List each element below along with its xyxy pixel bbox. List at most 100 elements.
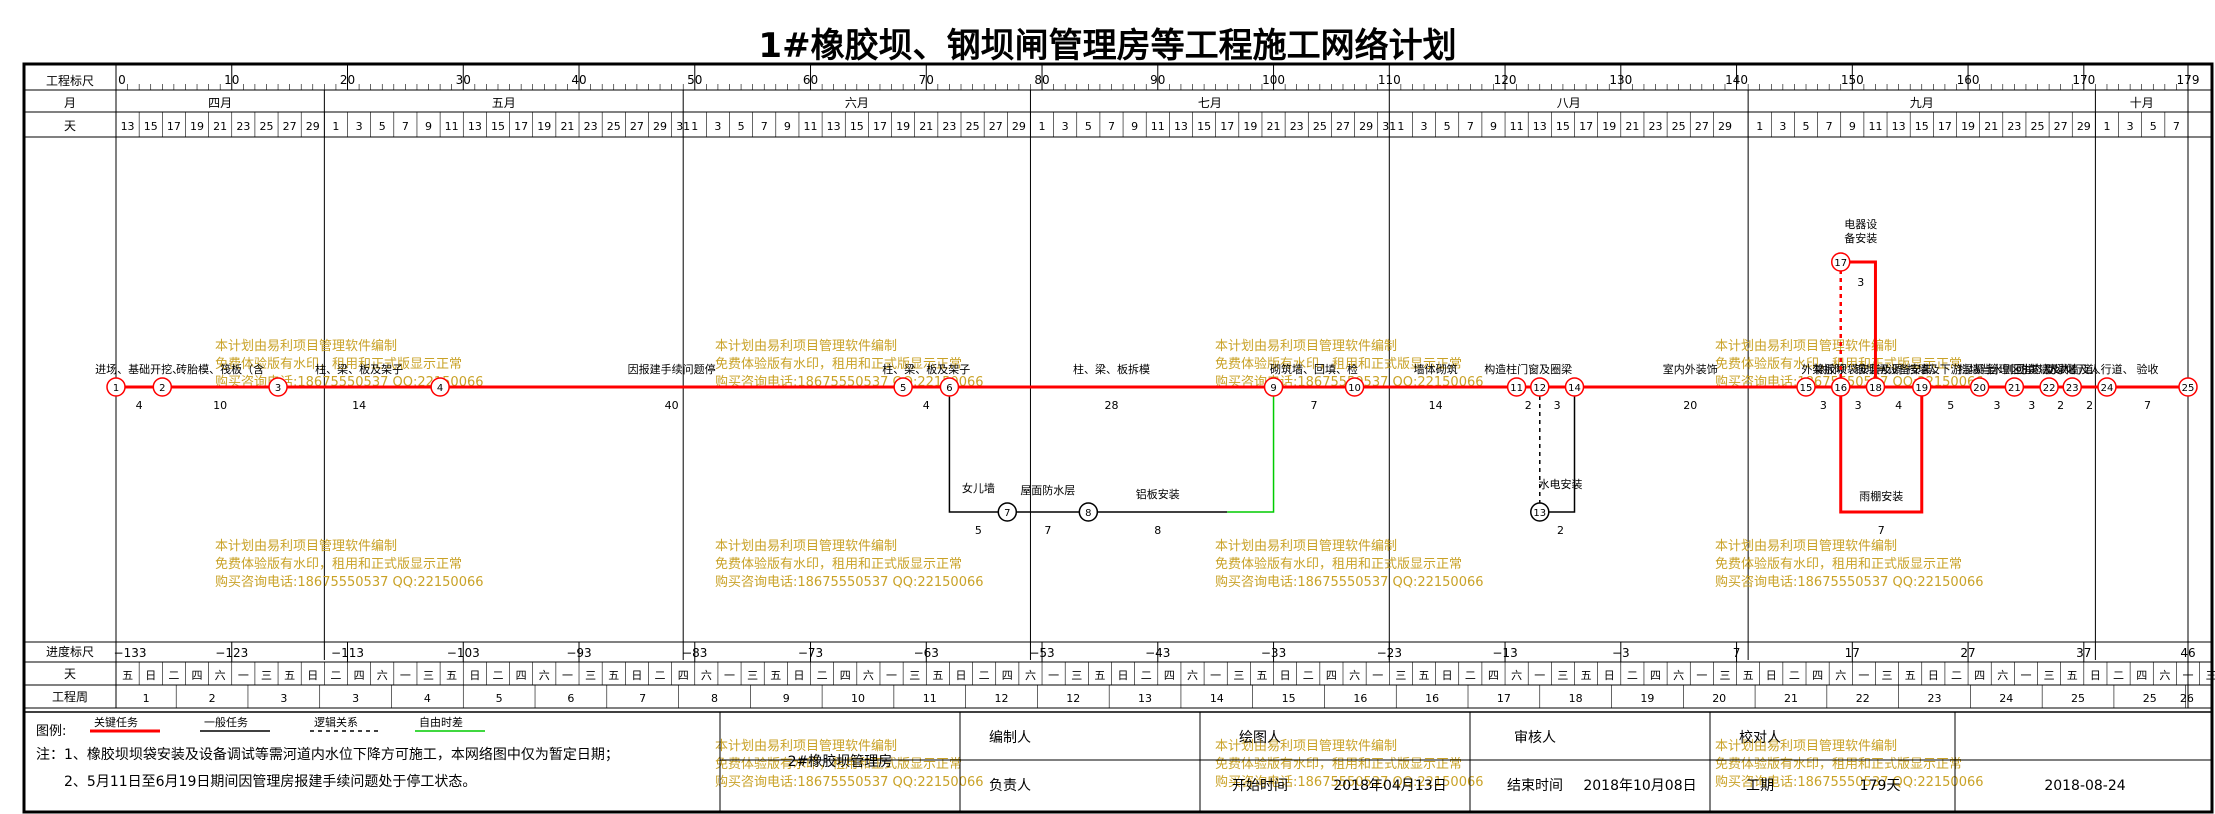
week-label: 24 [1999, 692, 2013, 705]
weekday-label: 日 [1604, 669, 1615, 682]
event-node-label: 17 [1834, 258, 1847, 269]
activity-label: 墙体砌筑 [1414, 362, 1458, 376]
row-label-weekday: 天 [64, 667, 76, 681]
weekday-label: 三 [909, 669, 920, 682]
week-label: 26 [2180, 692, 2194, 705]
day-label: 1 [1039, 120, 1046, 133]
activity-label: 柱、梁、板及架子 [882, 362, 970, 376]
month-label: 十月 [2130, 96, 2154, 110]
day-label: 27 [989, 120, 1003, 133]
day-label: 29 [2077, 120, 2091, 133]
progress-tick-label: −63 [914, 646, 939, 660]
weekday-label: 二 [1789, 669, 1800, 682]
activity-duration: 3 [1855, 399, 1862, 412]
activity-duration: 14 [352, 399, 366, 412]
event-node [893, 377, 913, 397]
weekday-label: 二 [1141, 669, 1152, 682]
ruler-tick-label: 130 [1609, 73, 1632, 87]
day-label: 17 [1220, 120, 1234, 133]
day-label: 15 [1915, 120, 1929, 133]
activity-label: 橡胶坝袋安装及调 [1814, 362, 1902, 376]
weekday-label: 三 [585, 669, 596, 682]
progress-tick-label: −103 [447, 646, 480, 660]
activity-duration: 40 [665, 399, 679, 412]
activity-label: 屋面防水层 [1020, 483, 1075, 497]
watermark-text: 免费体验版有水印，租用和正式版显示正常 [1715, 756, 1962, 772]
progress-tick-label: −83 [682, 646, 707, 660]
weekday-label: 六 [701, 669, 712, 682]
normal-arrow [948, 396, 999, 513]
weekday-label: 四 [1650, 669, 1661, 682]
activity-label: 室内外装饰 [1663, 362, 1718, 376]
day-label: 11 [445, 120, 459, 133]
weekday-label: 六 [1511, 669, 1522, 682]
network-layer: 进场、基础开挖、4砖胎模、筏板（含10柱、梁、板及架子14因报建手续问题停40柱… [95, 218, 2198, 537]
event-node-label: 22 [2043, 383, 2056, 394]
progress-tick-label: −33 [1261, 646, 1286, 660]
week-label: 16 [1425, 692, 1439, 705]
day-label: 13 [1892, 120, 1906, 133]
week-label: 17 [1497, 692, 1511, 705]
day-label: 23 [942, 120, 956, 133]
day-label: 25 [1672, 120, 1686, 133]
day-label: 21 [560, 120, 574, 133]
week-label: 22 [1856, 692, 1870, 705]
watermark-text: 本计划由易利项目管理软件编制 [1215, 739, 1397, 754]
day-label: 15 [144, 120, 158, 133]
weekday-label: 四 [1326, 669, 1337, 682]
day-label: 23 [584, 120, 598, 133]
weekday-label: 一 [724, 669, 735, 682]
weekday-label: 二 [2113, 669, 2124, 682]
event-node-label: 23 [2066, 383, 2079, 394]
checker-label: 校对人 [1739, 729, 1781, 746]
event-node [1078, 502, 1099, 522]
end-label: 结束时间 [1507, 778, 1563, 794]
event-node-label: 9 [1270, 383, 1276, 394]
ruler-tick-label: 179 [2177, 73, 2200, 87]
progress-tick-label: −13 [1492, 646, 1517, 660]
event-node-label: 24 [2101, 383, 2114, 394]
day-label: 29 [1012, 120, 1026, 133]
weekday-label: 日 [145, 669, 156, 682]
critical-arrow [1849, 260, 1877, 378]
event-node [1263, 377, 1284, 397]
watermark-text: 免费体验版有水印，租用和正式版显示正常 [1215, 556, 1462, 572]
watermark-text: 免费体验版有水印，租用和正式版显示正常 [1215, 356, 1462, 372]
progress-tick-label: −93 [566, 646, 591, 660]
ruler-tick-label: 50 [687, 73, 702, 87]
row-label-day: 天 [64, 119, 76, 133]
weekday-label: 二 [168, 669, 179, 682]
activity-duration: 28 [1104, 399, 1118, 412]
activity-duration: 3 [2028, 399, 2035, 412]
day-label: 19 [1961, 120, 1975, 133]
month-label: 九月 [1910, 96, 1934, 110]
watermark-layer: 本计划由易利项目管理软件编制免费体验版有水印，租用和正式版显示正常购买咨询电话:… [215, 339, 1984, 790]
weekday-label: 日 [469, 669, 480, 682]
week-label: 19 [1640, 692, 1654, 705]
activity-label: 雨棚安装 [1859, 489, 1903, 503]
activity-label: 水电安装 [1539, 477, 1583, 491]
day-label: 23 [1290, 120, 1304, 133]
weekday-label: 六 [1025, 669, 1036, 682]
week-label: 25 [2071, 692, 2085, 705]
watermark-text: 本计划由易利项目管理软件编制 [715, 339, 897, 354]
weekday-label: 一 [2183, 669, 2194, 682]
duration-label: 工期 [1746, 778, 1774, 794]
weekday-label: 二 [1627, 669, 1638, 682]
weekday-label: 二 [655, 669, 666, 682]
day-label: 7 [402, 120, 409, 133]
weekday-label: 一 [1696, 669, 1707, 682]
day-label: 3 [1421, 120, 1428, 133]
watermark-text: 购买咨询电话:18675550537 QQ:22150066 [715, 574, 984, 590]
watermark-text: 本计划由易利项目管理软件编制 [215, 339, 397, 354]
day-label: 27 [1336, 120, 1350, 133]
week-label: 15 [1282, 692, 1296, 705]
activity-label: 构造柱门窗及圈梁 [1484, 362, 1572, 376]
day-label: 21 [1984, 120, 1998, 133]
month-label: 七月 [1198, 96, 1222, 110]
weekday-label: 六 [1187, 669, 1198, 682]
weekday-label: 日 [956, 669, 967, 682]
week-label: 10 [851, 692, 865, 705]
event-node-label: 4 [437, 383, 443, 394]
